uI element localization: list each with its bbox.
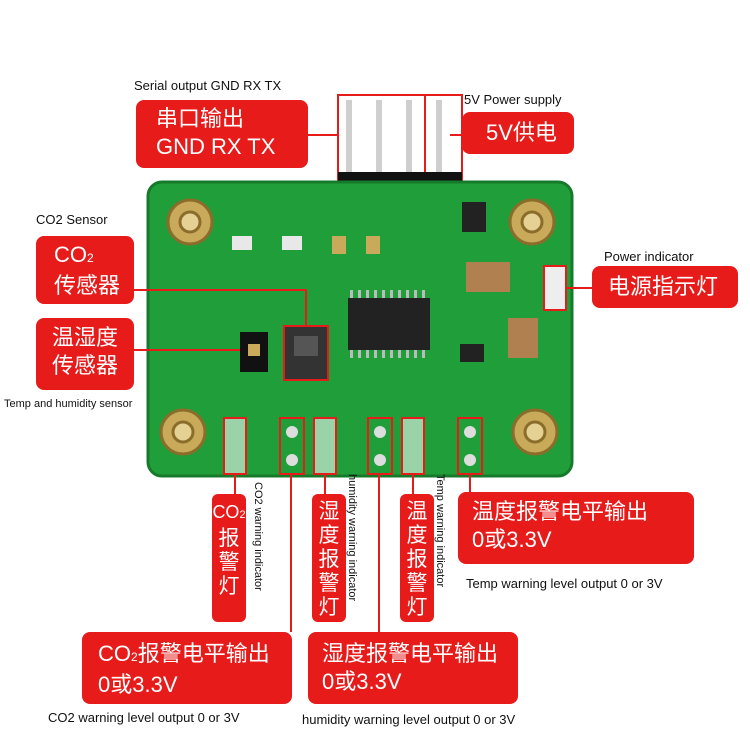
- temp-wl-4: 警: [406, 572, 428, 595]
- humidity-level-output-en-label: humidity warning level output 0 or 3V: [302, 712, 516, 727]
- co2-wl-1: CO2: [212, 500, 246, 527]
- hum-level-cn-line1: 湿度报警电平输出: [322, 641, 499, 666]
- co2-wl-sub: 2: [239, 509, 246, 521]
- temp-level-output-en-label: Temp warning level output 0 or 3V: [466, 576, 663, 591]
- temp-warning-light-cn-label: 温 度 报 警 灯: [400, 494, 434, 622]
- hum-wl-4: 警: [318, 572, 340, 595]
- hum-wl-5: 灯: [318, 596, 340, 619]
- callout-lines: [133, 134, 592, 632]
- power-cn-text: 5V供电: [486, 120, 557, 145]
- temp-wl-3: 报: [406, 548, 428, 571]
- co2-warning-light-en-label: CO2 warning indicator: [252, 482, 264, 591]
- co2-cn-line2: 传感器: [54, 273, 121, 298]
- humidity-warning-light-en-label: humidity warning indicator: [346, 474, 358, 602]
- power-indicator-en-label: Power indicator: [604, 249, 694, 264]
- co2-cn-co: CO: [54, 242, 87, 267]
- co2-level-cn-line2: 0或3.3V: [98, 672, 178, 697]
- co2-warning-light-cn-label: CO2 报 警 灯: [212, 494, 246, 622]
- hum-wl-1: 湿: [318, 500, 340, 523]
- serial-cn-line1: 串口输出: [156, 106, 245, 131]
- co2-sensor-cn-label: CO2 传感器: [36, 236, 134, 304]
- serial-cn-line2: GND RX TX: [156, 134, 276, 159]
- humidity-warning-light-cn-label: 湿 度 报 警 灯: [312, 494, 346, 622]
- temp-humidity-sensor-en-label: Temp and humidity sensor: [4, 398, 133, 410]
- serial-output-en-label: Serial output GND RX TX: [134, 78, 282, 93]
- co2-level-sub: 2: [131, 650, 138, 664]
- co2-level-co: CO: [98, 641, 131, 666]
- co2-wl-3: 警: [218, 551, 240, 574]
- power-supply-cn-label: 5V供电: [462, 112, 574, 154]
- co2-level-rest: 报警电平输出: [137, 641, 270, 666]
- co2-level-output-cn-label: CO2报警电平输出 0或3.3V: [82, 632, 292, 704]
- co2-sensor-en-label: CO2 Sensor: [36, 212, 108, 227]
- co2-level-output-en-label: CO2 warning level output 0 or 3V: [48, 710, 240, 725]
- th-cn-line1: 温湿度: [52, 325, 119, 350]
- power-supply-en-label: 5V Power supply: [464, 92, 562, 107]
- co2-wl-2: 报: [218, 527, 240, 550]
- temp-humidity-sensor-cn-label: 温湿度 传感器: [36, 318, 134, 390]
- temp-level-cn-line1: 温度报警电平输出: [472, 499, 649, 524]
- th-cn-line2: 传感器: [52, 353, 119, 378]
- main-ic: [348, 298, 430, 350]
- power-led: [543, 265, 567, 311]
- co2-level-cn-line1: CO2报警电平输出: [98, 640, 292, 671]
- power-ind-cn-text: 电源指示灯: [608, 274, 719, 299]
- mounting-holes: [159, 198, 559, 456]
- co2-wl-4: 灯: [218, 575, 240, 598]
- hum-level-cn-line2: 0或3.3V: [322, 669, 402, 694]
- temp-wl-2: 度: [406, 524, 428, 547]
- temp-wl-5: 灯: [406, 596, 428, 619]
- temp-level-cn-line2: 0或3.3V: [472, 527, 552, 552]
- co2-wl-co: CO: [212, 502, 240, 522]
- co2-cn-sub: 2: [87, 251, 94, 265]
- temp-wl-1: 温: [406, 500, 428, 523]
- co2-cn-line1: CO2: [54, 241, 134, 272]
- hum-wl-3: 报: [318, 548, 340, 571]
- temp-level-output-cn-label: 温度报警电平输出 0或3.3V: [458, 492, 694, 564]
- serial-output-cn-label: 串口输出 GND RX TX: [136, 100, 308, 168]
- hum-wl-2: 度: [318, 524, 340, 547]
- power-indicator-cn-label: 电源指示灯: [592, 266, 738, 308]
- humidity-level-output-cn-label: 湿度报警电平输出 0或3.3V: [308, 632, 518, 704]
- temp-warning-light-en-label: Temp warning indicator: [434, 474, 446, 588]
